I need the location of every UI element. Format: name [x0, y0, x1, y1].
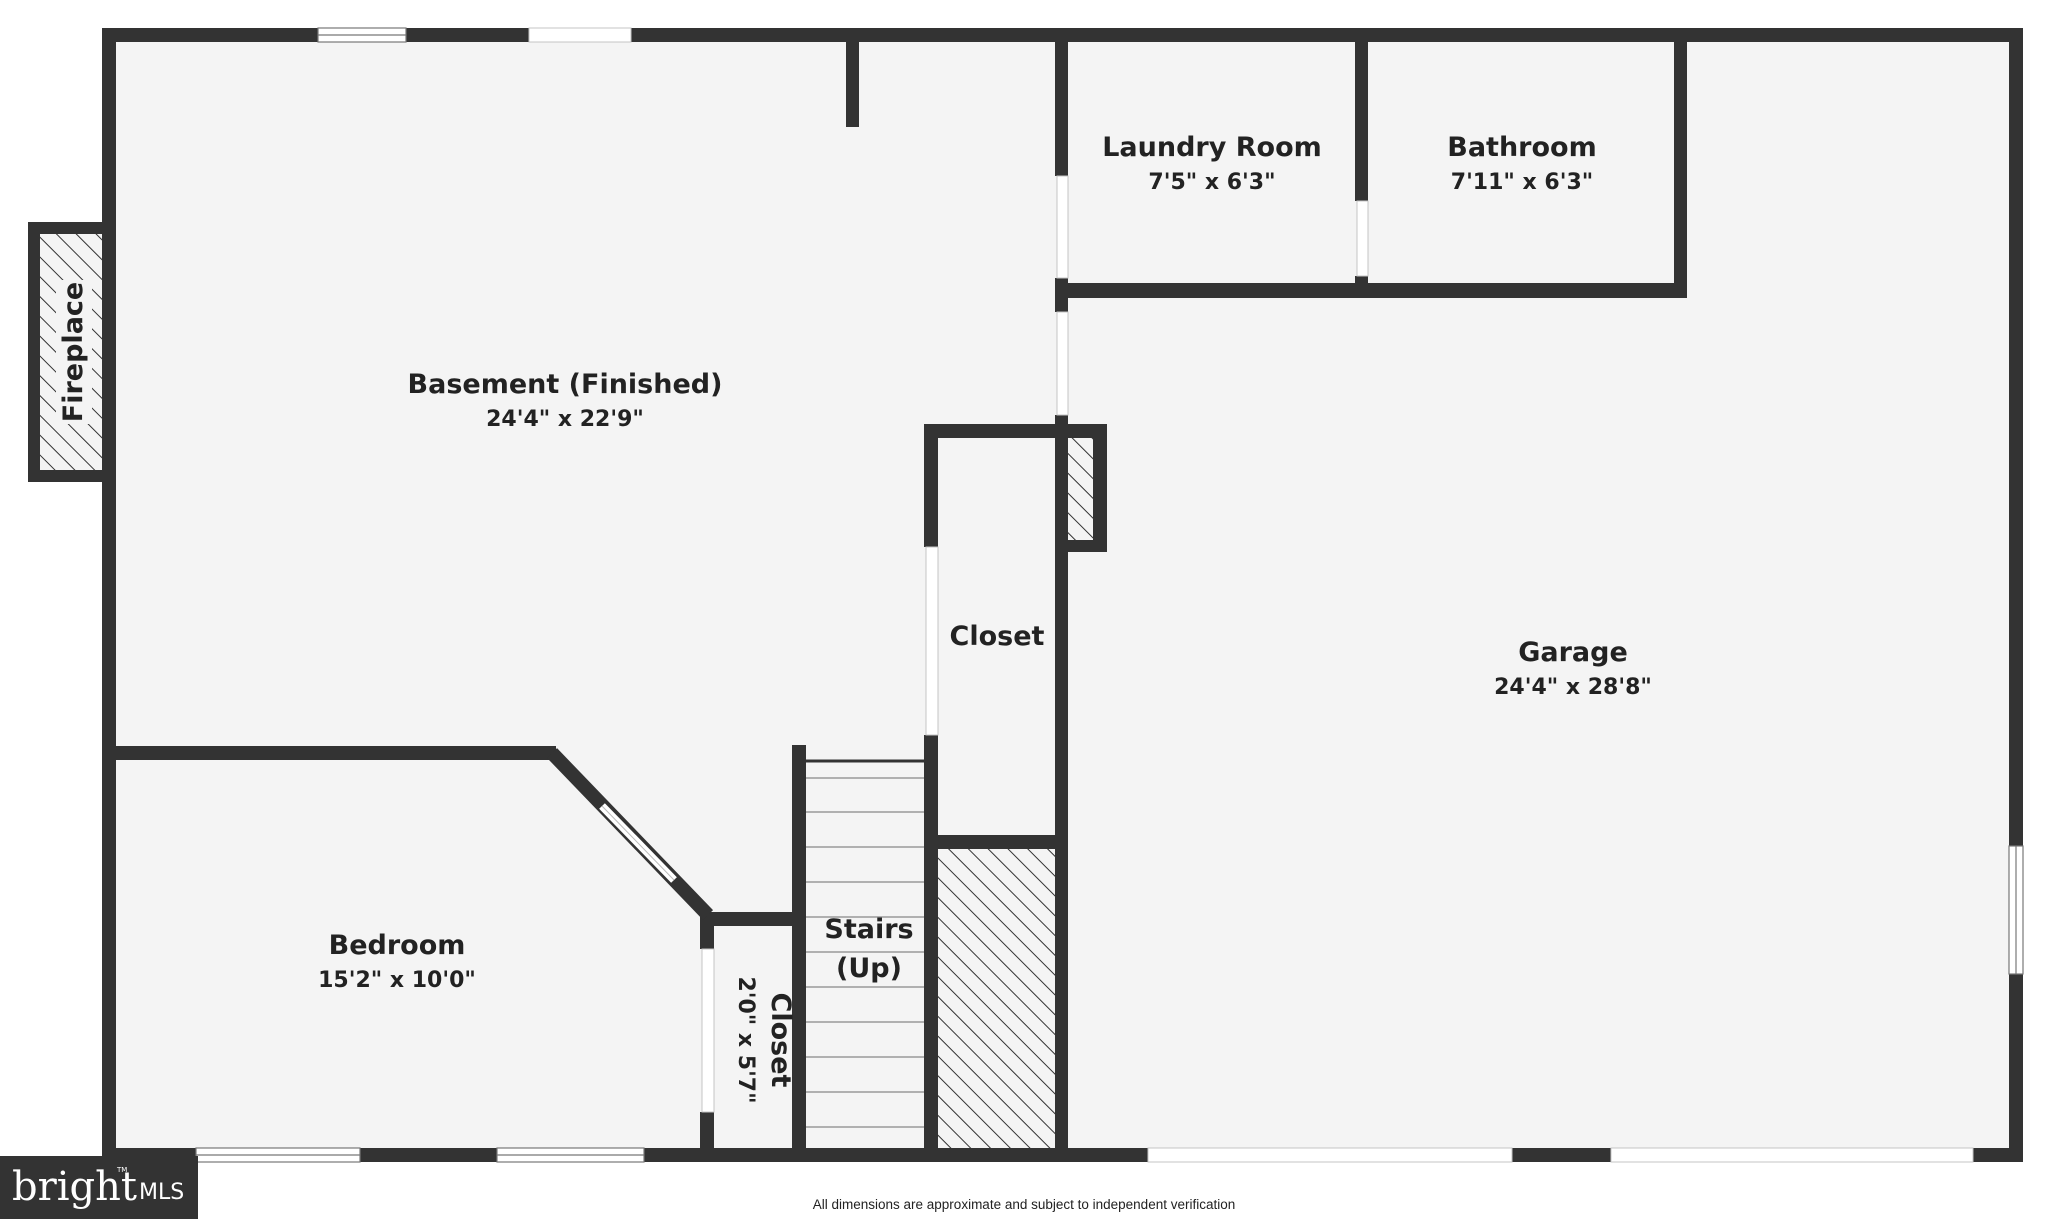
- closet-main-title: Closet: [950, 621, 1045, 652]
- bedroom-title: Bedroom: [329, 930, 466, 961]
- logo-wordmark: bright: [12, 1164, 137, 1210]
- bathroom-title: Bathroom: [1447, 132, 1596, 163]
- basement-dims: 24'4" x 22'9": [486, 407, 644, 432]
- stair-treads: [804, 759, 926, 1128]
- laundry-title: Laundry Room: [1102, 132, 1322, 163]
- bright-mls-logo: bright TM MLS: [0, 1156, 198, 1219]
- fireplace-title: Fireplace: [58, 282, 89, 422]
- fireplace-label: Fireplace: [56, 280, 92, 424]
- windows: [195, 27, 2024, 1163]
- door-openings: [528, 27, 1974, 1163]
- laundry-dims: 7'5" x 6'3": [1148, 170, 1275, 195]
- logo-mls: MLS: [139, 1180, 184, 1205]
- footer-disclaimer: All dimensions are approximate and subje…: [813, 1197, 1236, 1212]
- garage-dims: 24'4" x 28'8": [1494, 675, 1652, 700]
- under-stairs-storage: [937, 847, 1057, 1150]
- basement-title: Basement (Finished): [408, 369, 723, 400]
- stairs-label-line1: Stairs: [824, 914, 913, 945]
- closet-small-title: Closet: [765, 993, 796, 1088]
- closet-small-label: Closet 2'0" x 5'7": [733, 976, 796, 1103]
- bathroom-dims: 7'11" x 6'3": [1451, 170, 1593, 195]
- logo-tm: TM: [116, 1166, 127, 1174]
- closet-small-dims: 2'0" x 5'7": [733, 976, 758, 1103]
- stairs-label-line2: (Up): [836, 953, 902, 984]
- bedroom-dims: 15'2" x 10'0": [318, 968, 476, 993]
- garage-title: Garage: [1518, 637, 1628, 668]
